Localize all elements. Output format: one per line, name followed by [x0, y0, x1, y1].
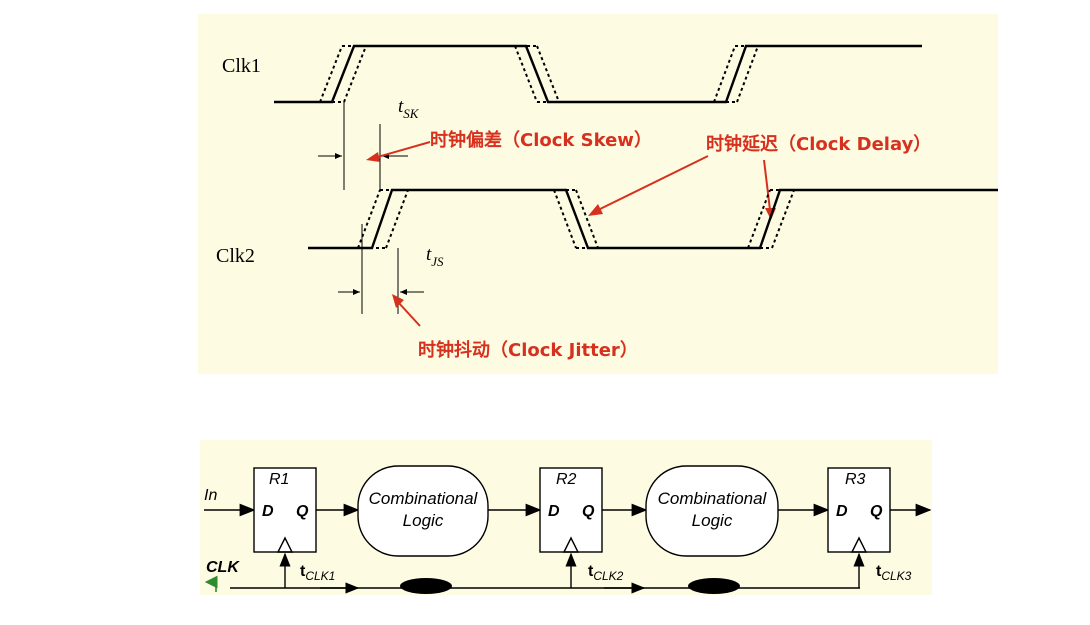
- d-port-label: D: [836, 503, 848, 520]
- clk2-waveform: [308, 188, 998, 250]
- register-name: R2: [556, 471, 577, 488]
- circuit-diagram-panel: In R1 D Q Combinational Logic R2 D Q: [200, 440, 932, 595]
- clock-delay-buffer-1: [400, 578, 452, 594]
- d-port-label: D: [548, 503, 560, 520]
- skew-red-arrow: [373, 141, 431, 159]
- timing-diagram: Clk1 tSK 时钟偏差（Clock Skew） 时钟延迟（Clock Del…: [216, 44, 998, 361]
- logic-label-line1: Combinational: [369, 489, 479, 508]
- clk2-label: Clk2: [216, 245, 255, 267]
- register-name: R3: [845, 471, 866, 488]
- in-label: In: [204, 487, 217, 504]
- clock-input-triangle: [276, 536, 294, 553]
- clock-jitter-label: 时钟抖动（Clock Jitter）: [418, 339, 638, 361]
- d-port-label: D: [262, 503, 274, 520]
- clk2-envelope-caps: [358, 189, 794, 249]
- circuit-diagram: In R1 D Q Combinational Logic R2 D Q: [204, 465, 932, 594]
- q-port-label: Q: [582, 503, 595, 520]
- delay-red-arrow-2: [763, 159, 771, 211]
- skew-red-arrowhead: [366, 152, 380, 162]
- clock-delay-buffer-2: [688, 578, 740, 594]
- register-r2: R2 D Q: [539, 467, 603, 553]
- clock-input-triangle: [850, 536, 868, 553]
- clock-skew-label: 时钟偏差（Clock Skew）: [430, 129, 652, 151]
- logic-label-line1: Combinational: [658, 489, 768, 508]
- tjs-label: tJS: [426, 244, 444, 269]
- logic-label-line2: Logic: [403, 511, 444, 530]
- q-port-label: Q: [870, 503, 883, 520]
- jitter-arrowhead-right: [400, 289, 407, 295]
- register-r1: R1 D Q: [253, 467, 317, 553]
- register-name: R1: [269, 471, 289, 488]
- delay-red-arrow-1: [597, 155, 709, 211]
- jitter-arrowhead-left: [353, 289, 360, 295]
- jitter-red-arrow: [397, 301, 421, 327]
- q-port-label: Q: [296, 503, 309, 520]
- clk1-jitter-envelope: [319, 45, 759, 103]
- tsk-label: tSK: [398, 96, 420, 121]
- combinational-logic-1: Combinational Logic: [357, 465, 489, 557]
- combinational-logic-2: Combinational Logic: [645, 465, 779, 557]
- timing-diagram-panel: Clk1 tSK 时钟偏差（Clock Skew） 时钟延迟（Clock Del…: [198, 14, 998, 374]
- clk2-jitter-envelope: [357, 189, 795, 249]
- clk1-waveform: [274, 44, 922, 104]
- clock-input-triangle: [562, 536, 580, 553]
- clock-delay-label: 时钟延迟（Clock Delay）: [706, 133, 931, 155]
- delay-red-arrowhead-1: [588, 204, 603, 216]
- skew-arrowhead-left: [335, 153, 342, 159]
- tclk3-label: tCLK3: [876, 563, 912, 583]
- logic-label-line2: Logic: [692, 511, 733, 530]
- tclk1-label: tCLK1: [300, 563, 335, 583]
- jitter-red-arrowhead: [392, 294, 404, 308]
- tclk2-label: tCLK2: [588, 563, 624, 583]
- clk-label: CLK: [206, 559, 240, 576]
- clk1-envelope-caps: [320, 45, 758, 103]
- register-r3: R3 D Q: [827, 467, 891, 553]
- clk1-label: Clk1: [222, 55, 261, 77]
